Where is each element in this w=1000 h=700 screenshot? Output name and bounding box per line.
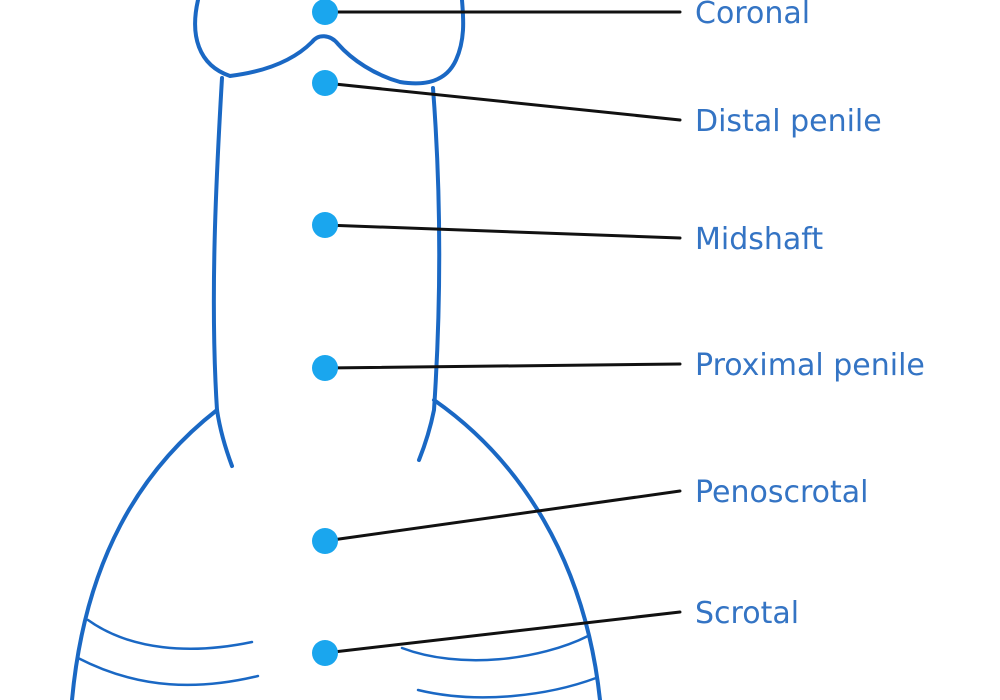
label-distal-penile: Distal penile — [695, 104, 882, 139]
scrotal-fold-right-upper — [400, 634, 590, 662]
scrotum-left-outline — [70, 408, 219, 700]
scrotal-fold-right-lower — [416, 676, 598, 699]
leader-line-proximal-penile — [323, 362, 682, 370]
marker-dot-penoscrotal — [312, 528, 338, 554]
leader-line-midshaft — [323, 223, 682, 240]
label-coronal: Coronal — [695, 0, 810, 31]
leader-line-distal-penile — [323, 81, 682, 122]
marker-dot-distal-penile — [312, 70, 338, 96]
label-scrotal: Scrotal — [695, 596, 799, 631]
marker-dot-coronal — [312, 0, 338, 25]
glans-outline — [193, 0, 466, 86]
scrotal-fold-left-lower — [76, 656, 260, 687]
marker-dot-proximal-penile — [312, 355, 338, 381]
marker-dot-scrotal — [312, 640, 338, 666]
marker-dot-midshaft — [312, 212, 338, 238]
scrotal-fold-left-upper — [86, 618, 254, 650]
shaft-right-outline — [417, 86, 442, 462]
label-penoscrotal: Penoscrotal — [695, 475, 868, 510]
leader-line-penoscrotal — [323, 489, 682, 543]
label-proximal-penile: Proximal penile — [695, 348, 925, 383]
scrotum-right-outline — [432, 398, 602, 700]
anatomy-outline — [70, 0, 602, 700]
label-midshaft: Midshaft — [695, 222, 823, 257]
leader-line-scrotal — [323, 610, 682, 655]
shaft-left-outline — [211, 76, 234, 468]
